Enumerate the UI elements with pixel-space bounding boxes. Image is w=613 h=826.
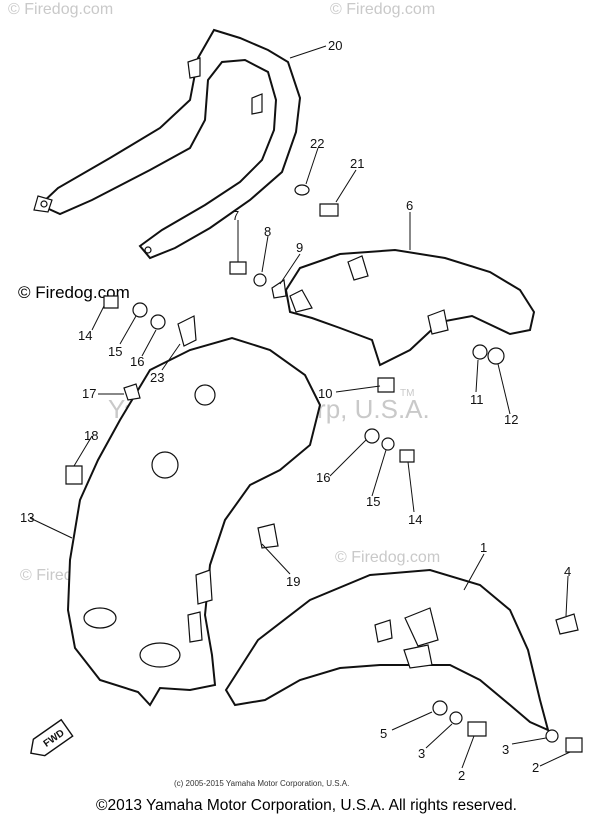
- pad-19-icon: [257, 523, 279, 549]
- washer-16-lower-icon: [364, 428, 380, 444]
- clip-23-icon: [177, 315, 197, 347]
- callout-3-left: 3: [418, 746, 425, 761]
- washer-5-icon: [432, 700, 448, 716]
- watermark-top-right: © Firedog.com: [330, 1, 435, 18]
- washer-3-right-icon: [545, 729, 559, 743]
- washer-15-upper-icon: [132, 302, 148, 318]
- bolt-2-left-icon: [467, 721, 487, 737]
- callout-labels: 1 2 2 3 3 4 5 6 7 8 9 10 11 12 13 14 14 …: [20, 38, 571, 783]
- bolt-14-upper-icon: [103, 295, 119, 309]
- washer-15-lower-icon: [381, 437, 395, 451]
- washer-8-icon: [253, 273, 267, 287]
- tail-fender-part[interactable]: [284, 248, 536, 367]
- callout-19: 19: [286, 574, 300, 589]
- watermark-lower-right: © Firedog.com: [335, 549, 440, 566]
- callout-2-right: 2: [532, 760, 539, 775]
- watermark-tm: TM: [400, 388, 414, 399]
- callout-10: 10: [318, 386, 332, 401]
- callout-12: 12: [504, 412, 518, 427]
- callout-14-upper: 14: [78, 328, 92, 343]
- callout-15-lower: 15: [366, 494, 380, 509]
- fwd-arrow-icon: FWD: [30, 718, 74, 757]
- callout-18: 18: [84, 428, 98, 443]
- callout-16-upper: 16: [130, 354, 144, 369]
- callout-9: 9: [296, 240, 303, 255]
- callout-2-left: 2: [458, 768, 465, 783]
- callout-4: 4: [564, 564, 571, 579]
- bolt-7-icon: [229, 261, 247, 275]
- callout-6: 6: [406, 198, 413, 213]
- reflector-4-icon: [555, 613, 579, 635]
- washer-22-icon: [294, 184, 310, 196]
- callout-3-right: 3: [502, 742, 509, 757]
- callout-17: 17: [82, 386, 96, 401]
- callout-5: 5: [380, 726, 387, 741]
- callout-1: 1: [480, 540, 487, 555]
- callout-20: 20: [328, 38, 342, 53]
- bolt-18-icon: [65, 465, 83, 485]
- bolt-2-right-icon: [565, 737, 583, 753]
- hardware-group: [65, 184, 583, 753]
- bolt-21-icon: [319, 203, 339, 217]
- watermark-top-left: © Firedog.com: [8, 1, 113, 18]
- grab-bar-part[interactable]: [33, 28, 302, 260]
- callout-23: 23: [150, 370, 164, 385]
- callout-16-lower: 16: [316, 470, 330, 485]
- washer-16-upper-icon: [150, 314, 166, 330]
- rear-fender-part[interactable]: [224, 568, 550, 732]
- nut-12-icon: [487, 347, 505, 365]
- bolt-10-icon: [377, 377, 395, 393]
- washer-3-left-icon: [449, 711, 463, 725]
- callout-11: 11: [470, 392, 484, 407]
- rivet-17-icon: [123, 383, 141, 401]
- footer-copyright: ©2013 Yamaha Motor Corporation, U.S.A. A…: [96, 797, 517, 814]
- washer-11-icon: [472, 344, 488, 360]
- firedog-logo: © Firedog.com: [18, 283, 130, 302]
- diagram-copyright: (c) 2005-2015 Yamaha Motor Corporation, …: [174, 779, 349, 788]
- callout-15-upper: 15: [108, 344, 122, 359]
- bolt-14-lower-icon: [399, 449, 415, 463]
- clip-9-icon: [271, 278, 287, 299]
- callout-8: 8: [264, 224, 271, 239]
- inner-fender-part[interactable]: [66, 336, 322, 707]
- callout-13: 13: [20, 510, 34, 525]
- callout-14-lower: 14: [408, 512, 422, 527]
- callout-7: 7: [232, 208, 239, 223]
- leader-lines: [29, 45, 571, 769]
- callout-22: 22: [310, 136, 324, 151]
- callout-21: 21: [350, 156, 364, 171]
